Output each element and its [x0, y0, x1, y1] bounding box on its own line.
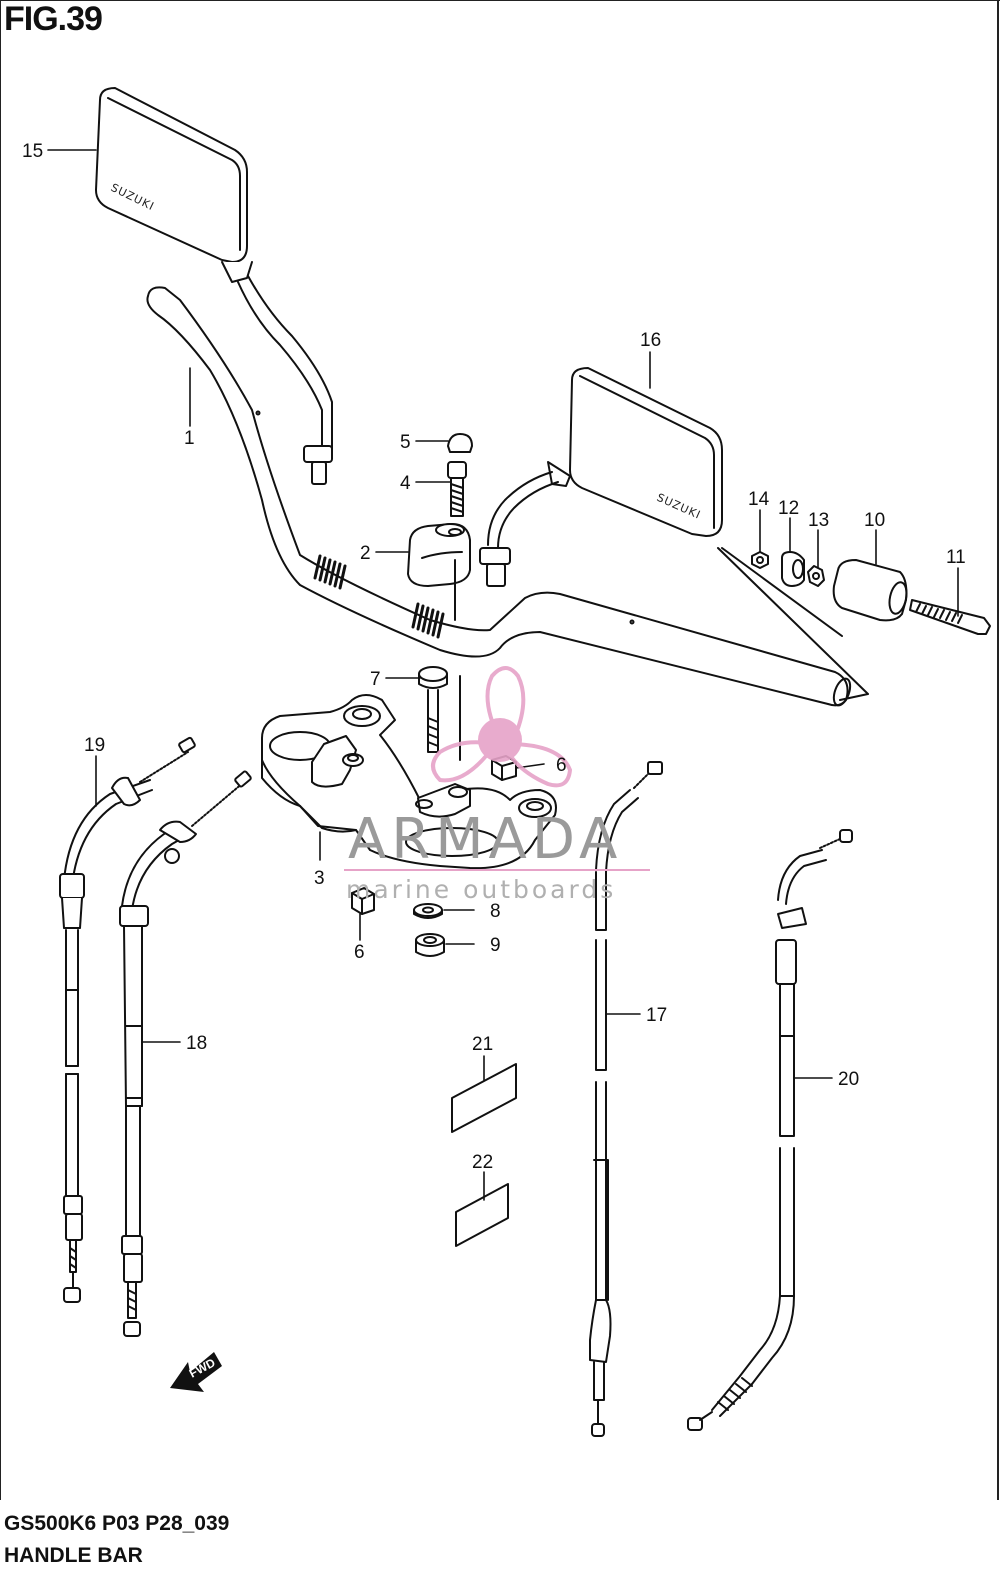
callout-8: 8 — [490, 901, 501, 922]
cable-throttle-2 — [119, 770, 252, 1337]
label-sticker-21 — [451, 1063, 517, 1133]
callout-15: 15 — [22, 141, 43, 162]
callout-13: 13 — [808, 510, 829, 531]
callout-1: 1 — [184, 428, 195, 449]
handlebar-holder-lower — [261, 694, 557, 870]
callout-5: 5 — [400, 432, 411, 453]
cable-throttle-1 — [59, 736, 196, 1303]
callout-18: 18 — [186, 1033, 207, 1054]
callout-17: 17 — [646, 1005, 667, 1026]
callout-20: 20 — [838, 1069, 859, 1090]
figure-footer: GS500K6 P03 P28_039 HANDLE BAR — [4, 1508, 229, 1572]
cable-clutch — [589, 761, 663, 1437]
bolt-upper — [447, 461, 467, 517]
watermark-brand: ARMADA — [348, 807, 622, 872]
callout-10: 10 — [864, 510, 885, 531]
cable-speedometer — [687, 829, 853, 1431]
cap — [447, 433, 473, 453]
label-sticker-22 — [455, 1183, 509, 1247]
callout-4: 4 — [400, 473, 411, 494]
callout-19: 19 — [84, 735, 105, 756]
callout-6-lower: 6 — [354, 942, 365, 963]
callout-3: 3 — [314, 868, 325, 889]
figure-code: GS500K6 P03 P28_039 — [4, 1512, 230, 1535]
mirror-left — [95, 87, 333, 485]
callout-11: 11 — [946, 547, 966, 568]
washer — [413, 903, 443, 919]
callout-9: 9 — [490, 935, 501, 956]
mirror-right — [479, 367, 723, 587]
bolt-lower — [418, 666, 461, 761]
callout-7: 7 — [370, 669, 381, 690]
watermark-logo-icon — [431, 666, 573, 788]
handlebar-holder-upper — [407, 523, 471, 621]
figure-title: FIG.39 — [4, 0, 103, 38]
callout-21: 21 — [472, 1034, 493, 1055]
callout-6-upper: 6 — [556, 755, 567, 776]
callout-2: 2 — [360, 543, 371, 564]
damper-lower — [351, 887, 375, 915]
fwd-arrow-icon: FWD — [170, 1352, 222, 1392]
figure-name: HANDLE BAR — [4, 1544, 143, 1567]
watermark-tagline: marine outboards — [346, 875, 616, 904]
callout-16: 16 — [640, 330, 661, 351]
leader-lines — [47, 149, 959, 1201]
handlebar — [146, 286, 852, 707]
nut — [415, 933, 445, 957]
callout-12: 12 — [778, 498, 799, 519]
callout-22: 22 — [472, 1152, 493, 1173]
callouts: 15 1 16 5 4 2 7 6 3 8 9 6 14 12 13 10 11… — [22, 141, 966, 1173]
callout-14: 14 — [748, 489, 770, 510]
